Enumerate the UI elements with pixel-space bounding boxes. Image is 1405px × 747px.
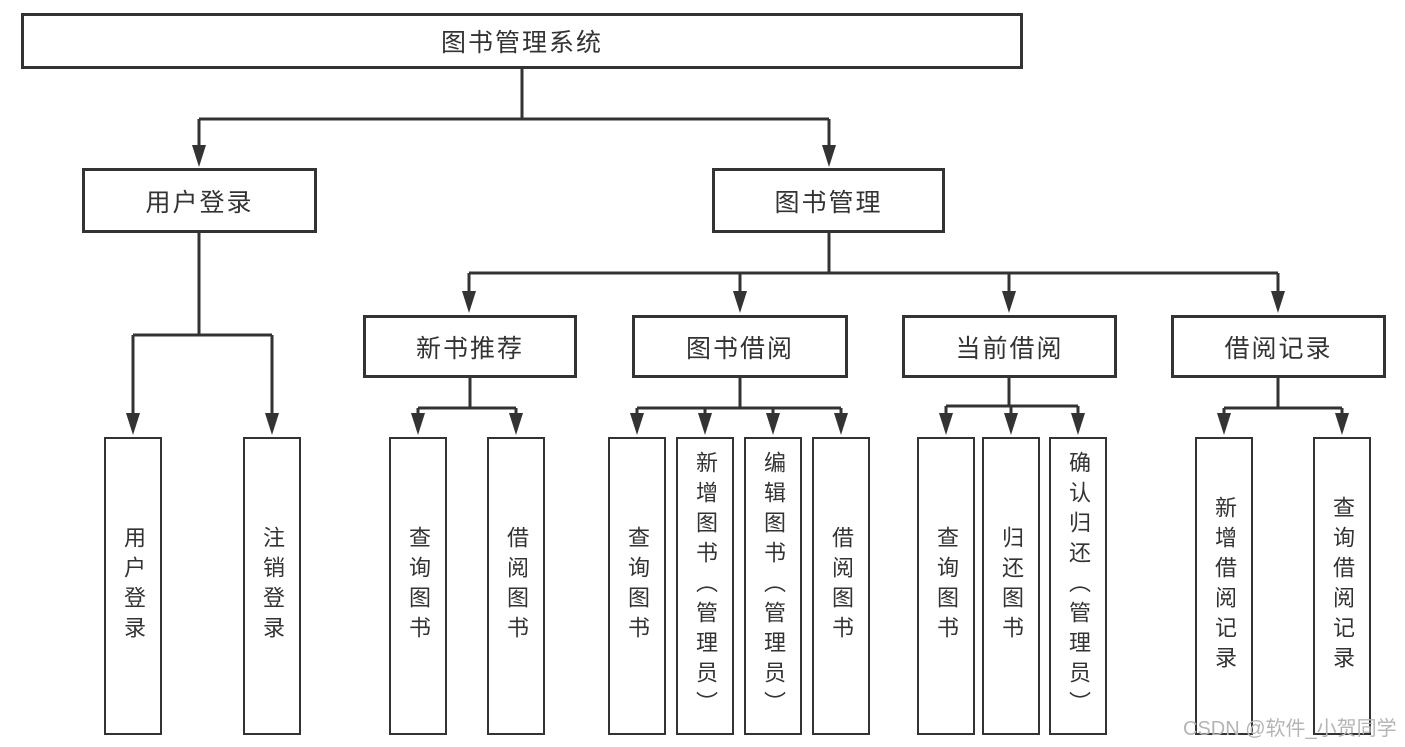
node-new-book-recommend-label: 新书推荐 [415, 334, 524, 363]
leaf-edit-book-admin-label: 编辑图书（管理员） [761, 451, 786, 721]
leaf-confirm-return-admin: 确认归还（管理员） [1049, 437, 1107, 735]
arrowhead [939, 413, 953, 435]
node-book-management-label: 图书管理 [774, 188, 883, 217]
node-book-management: 图书管理 [712, 168, 945, 233]
arrowhead [1004, 413, 1018, 435]
arrowhead [766, 413, 780, 435]
arrowhead [509, 413, 523, 435]
arrowhead [1071, 413, 1085, 435]
node-current-borrow-label: 当前借阅 [955, 334, 1064, 363]
leaf-logout-label: 注销登录 [260, 526, 285, 646]
arrowhead [822, 145, 836, 167]
leaf-query-books-borrow-label: 查询图书 [625, 526, 650, 646]
edge-recommend-children [416, 378, 518, 416]
leaf-query-books-recommend: 查询图书 [389, 437, 447, 735]
leaf-query-books-current: 查询图书 [917, 437, 975, 735]
edge-record-children [1222, 378, 1344, 416]
node-book-borrow: 图书借阅 [632, 315, 848, 378]
arrowheads [126, 145, 1349, 435]
node-root-label: 图书管理系统 [440, 29, 603, 57]
arrowhead [411, 413, 425, 435]
node-current-borrow: 当前借阅 [902, 315, 1117, 378]
node-borrow-record: 借阅记录 [1171, 315, 1386, 378]
arrowhead [265, 413, 279, 435]
leaf-confirm-return-admin-label: 确认归还（管理员） [1066, 451, 1091, 721]
leaf-query-borrow-record-label: 查询借阅记录 [1330, 496, 1355, 676]
arrowhead [462, 291, 476, 313]
leaf-query-books-current-label: 查询图书 [934, 526, 959, 646]
node-book-borrow-label: 图书借阅 [685, 334, 794, 363]
leaf-return-book-label: 归还图书 [999, 526, 1024, 646]
arrowhead [192, 145, 206, 167]
arrowhead [1271, 291, 1285, 313]
leaf-add-borrow-record: 新增借阅记录 [1195, 437, 1253, 735]
leaf-edit-book-admin: 编辑图书（管理员） [744, 437, 802, 735]
edge-current-children [944, 378, 1080, 416]
arrowhead [1002, 291, 1016, 313]
node-root: 图书管理系统 [21, 13, 1023, 69]
leaf-borrow-books-label: 借阅图书 [829, 526, 854, 646]
leaf-borrow-books: 借阅图书 [812, 437, 870, 735]
leaf-add-book-admin-label: 新增图书（管理员） [693, 451, 718, 721]
node-user-login-label: 用户登录 [145, 188, 254, 217]
edge-root-to-level2 [197, 69, 831, 148]
leaf-query-borrow-record: 查询借阅记录 [1313, 437, 1371, 735]
leaf-return-book: 归还图书 [982, 437, 1040, 735]
node-user-login: 用户登录 [82, 168, 317, 233]
leaf-user-login: 用户登录 [104, 437, 162, 735]
arrowhead [1335, 413, 1349, 435]
arrowhead [1217, 413, 1231, 435]
edge-book-management-to-level3 [467, 233, 1280, 294]
leaf-user-login-label: 用户登录 [121, 526, 146, 646]
node-new-book-recommend: 新书推荐 [363, 315, 577, 378]
leaf-query-books-recommend-label: 查询图书 [406, 526, 431, 646]
leaf-borrow-books-recommend-label: 借阅图书 [504, 526, 529, 646]
leaf-query-books-borrow: 查询图书 [608, 437, 666, 735]
watermark-text: CSDN @软件_小贺同学 [1183, 718, 1397, 740]
leaf-add-borrow-record-label: 新增借阅记录 [1212, 496, 1237, 676]
arrowhead [834, 413, 848, 435]
edge-borrow-children [635, 378, 843, 416]
arrowhead [126, 413, 140, 435]
arrowhead [630, 413, 644, 435]
node-borrow-record-label: 借阅记录 [1224, 334, 1333, 363]
arrowhead [733, 291, 747, 313]
leaf-add-book-admin: 新增图书（管理员） [676, 437, 734, 735]
edge-user-login-children [131, 233, 274, 416]
leaf-logout: 注销登录 [243, 437, 301, 735]
leaf-borrow-books-recommend: 借阅图书 [487, 437, 545, 735]
arrowhead [698, 413, 712, 435]
